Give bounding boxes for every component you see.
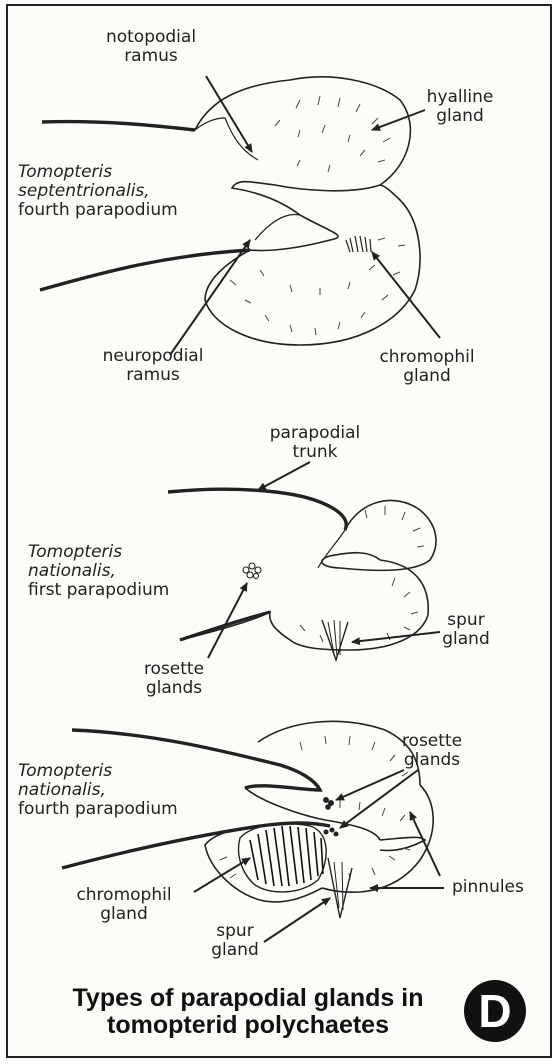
panel2-arrows [208, 462, 440, 658]
label-pinnules: pinnules [452, 878, 524, 897]
panel3-arrows [194, 770, 444, 942]
species-septentrionalis-fourth: Tomopteris septentrionalis, fourth parap… [18, 163, 178, 220]
panel-letter: D [464, 980, 526, 1042]
figure-title: Types of parapodial glands in tomopterid… [28, 985, 468, 1039]
species-nationalis-fourth: Tomopteris nationalis, fourth parapodium [18, 762, 178, 819]
panel-letter-badge: D [464, 980, 526, 1042]
species-nationalis-first: Tomopteris nationalis, first parapodium [28, 543, 169, 600]
panel1-arrows [170, 76, 440, 355]
nationalis-first-parapodium-drawing [168, 489, 436, 660]
